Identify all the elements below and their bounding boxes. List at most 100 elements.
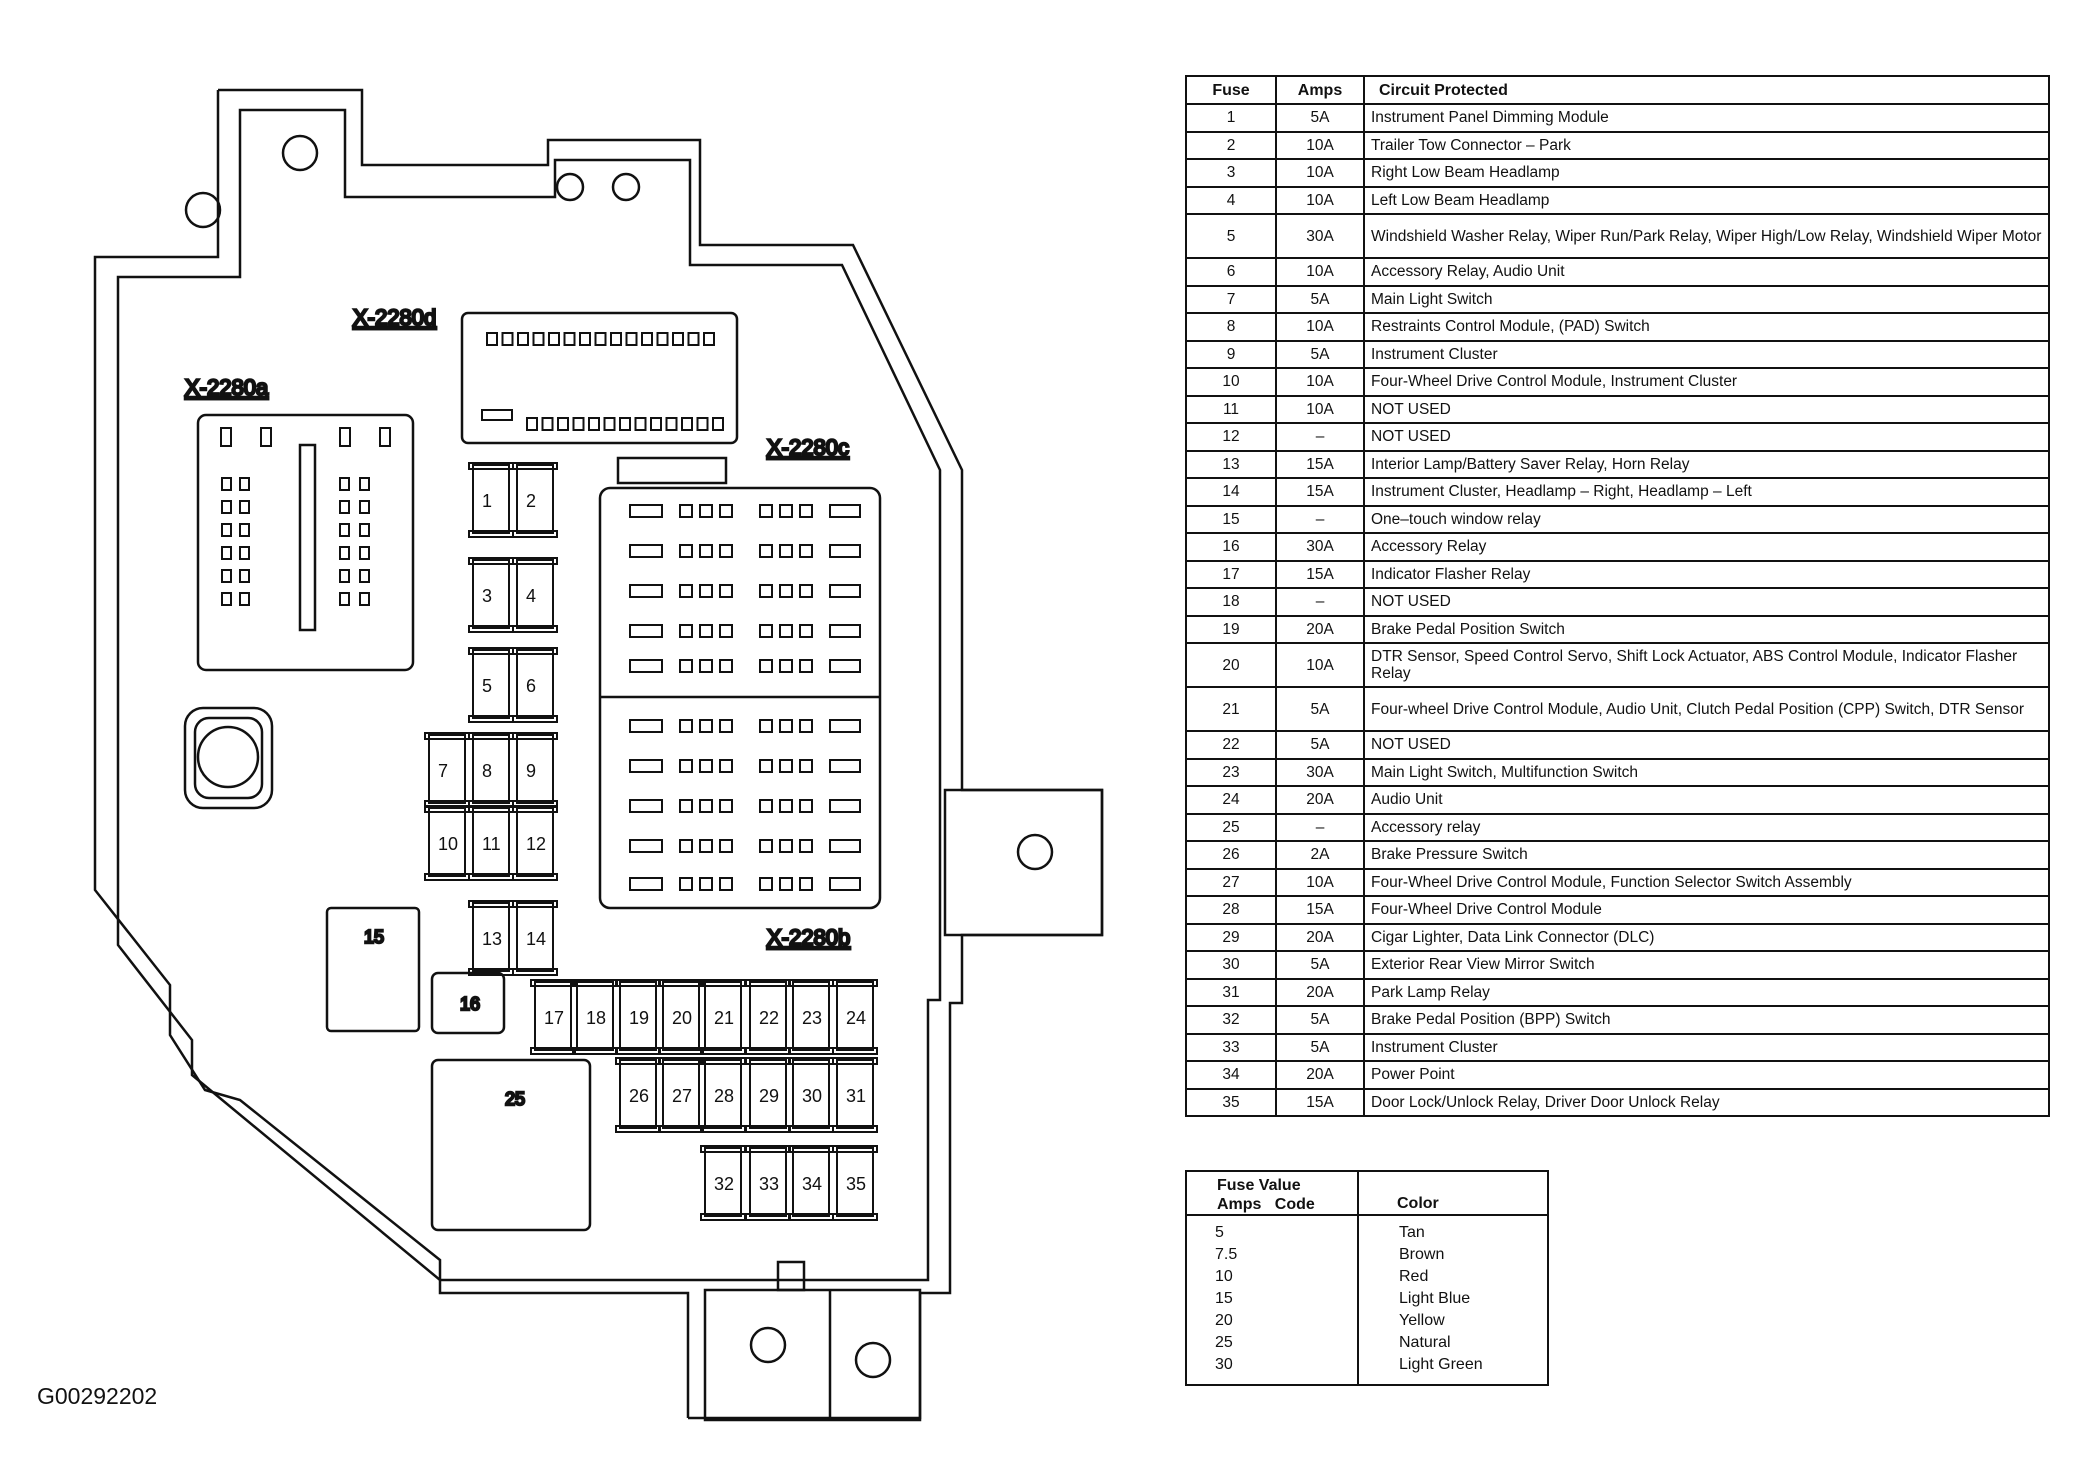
legend-value-header-line2: Amps Code [1217, 1196, 1315, 1213]
connector-pin [359, 592, 370, 606]
amps-cell: 10A [1275, 394, 1365, 424]
connector-pin [699, 877, 713, 891]
fuse-number: 1 [482, 491, 492, 511]
fuse-number: 18 [586, 1008, 606, 1028]
connector-pin [629, 839, 663, 853]
connector-pin [548, 332, 560, 346]
fuse-cell: 20 [1185, 642, 1277, 688]
fuse-cell: 12 [1185, 422, 1277, 452]
connector-pin [699, 544, 713, 558]
fuse-number: 17 [544, 1008, 564, 1028]
amps-col-header: Amps [1275, 75, 1365, 105]
fuse-number: 28 [714, 1086, 734, 1106]
fuse-number: 9 [526, 761, 536, 781]
connector-pin [239, 569, 250, 583]
connector-pin [759, 504, 773, 518]
fuse-slot [534, 981, 572, 1051]
connector-pin [656, 332, 669, 346]
fuse-number: 3 [482, 586, 492, 606]
fuse-slot [704, 1059, 742, 1129]
fuse-terminal [832, 1213, 878, 1221]
fuse-cell: 11 [1185, 394, 1277, 424]
amps-cell: 10A [1275, 158, 1365, 188]
fuse-cell: 29 [1185, 922, 1277, 952]
fuse-terminal [832, 1047, 878, 1055]
connector-label-x2280a: X-2280a [185, 375, 269, 400]
connector-pin [696, 417, 709, 431]
fuse-number: 7 [438, 761, 448, 781]
fuse-slot [472, 807, 510, 877]
connector-pin [572, 417, 585, 431]
fuse-number: 11 [482, 834, 501, 854]
amps-cell: 5A [1275, 103, 1365, 133]
connector-pin [650, 417, 662, 431]
amps-cell: 5A [1275, 686, 1365, 732]
connector-pin [829, 877, 861, 891]
fuse-cell: 28 [1185, 895, 1277, 925]
circuit-cell: Left Low Beam Headlamp [1363, 185, 2050, 215]
relay-15 [325, 906, 421, 1033]
connector-pin [799, 839, 813, 853]
connector-pin [699, 584, 713, 598]
connector-pin [699, 839, 713, 853]
fuse-col-header: Fuse [1185, 75, 1277, 105]
fuse-slot [749, 1059, 787, 1129]
connector-pin [220, 427, 232, 447]
circuit-cell: Brake Pedal Position Switch [1363, 614, 2050, 644]
connector-pin [759, 759, 773, 773]
connector-pin [239, 592, 250, 606]
circuit-cell: Instrument Cluster, Headlamp – Right, He… [1363, 477, 2050, 507]
fuse-number: 27 [672, 1086, 692, 1106]
fuse-slot [516, 649, 554, 719]
connector-x2280c-pins [629, 504, 861, 891]
connector-pin [339, 569, 350, 583]
fuse-number: 30 [802, 1086, 822, 1106]
notch [776, 1260, 806, 1292]
connector-pin [359, 546, 370, 560]
connector-pin [339, 592, 350, 606]
connector-pin [672, 332, 684, 346]
connector-x2280d-pins [481, 332, 724, 431]
connector-pin [799, 544, 813, 558]
connector-pin [679, 877, 693, 891]
legend-amp-value: 10 [1215, 1268, 1233, 1285]
relay-16-label: 16 [460, 994, 480, 1014]
amps-cell: 20A [1275, 614, 1365, 644]
fuse-slot [472, 649, 510, 719]
connector-pin [799, 659, 813, 673]
circuit-cell: NOT USED [1363, 587, 2050, 617]
fuse-cell: 10 [1185, 367, 1277, 397]
amps-cell: 2A [1275, 840, 1365, 870]
fuse-cell: 21 [1185, 686, 1277, 732]
connector-pin [759, 719, 773, 733]
connector-pin [679, 719, 693, 733]
connector-pin [603, 417, 616, 431]
mounting-hole [184, 191, 222, 229]
legend-amp-value: 30 [1215, 1356, 1233, 1373]
fuse-cell: 1 [1185, 103, 1277, 133]
fuse-slot [516, 734, 554, 804]
fuse-cell: 4 [1185, 185, 1277, 215]
circuit-cell: Brake Pressure Switch [1363, 840, 2050, 870]
figure-id: G00292202 [37, 1383, 158, 1409]
circuit-cell: Brake Pedal Position (BPP) Switch [1363, 1005, 2050, 1035]
fuse-number: 4 [526, 586, 536, 606]
fuse-terminal [512, 968, 558, 976]
connector-pin [221, 569, 232, 583]
fuse-slot [516, 464, 554, 534]
connector-pin [610, 332, 622, 346]
circuit-cell: Exterior Rear View Mirror Switch [1363, 950, 2050, 980]
fuse-cell: 33 [1185, 1032, 1277, 1062]
amps-cell: 30A [1275, 532, 1365, 562]
connector-pin [799, 584, 813, 598]
fuse-cell: 32 [1185, 1005, 1277, 1035]
